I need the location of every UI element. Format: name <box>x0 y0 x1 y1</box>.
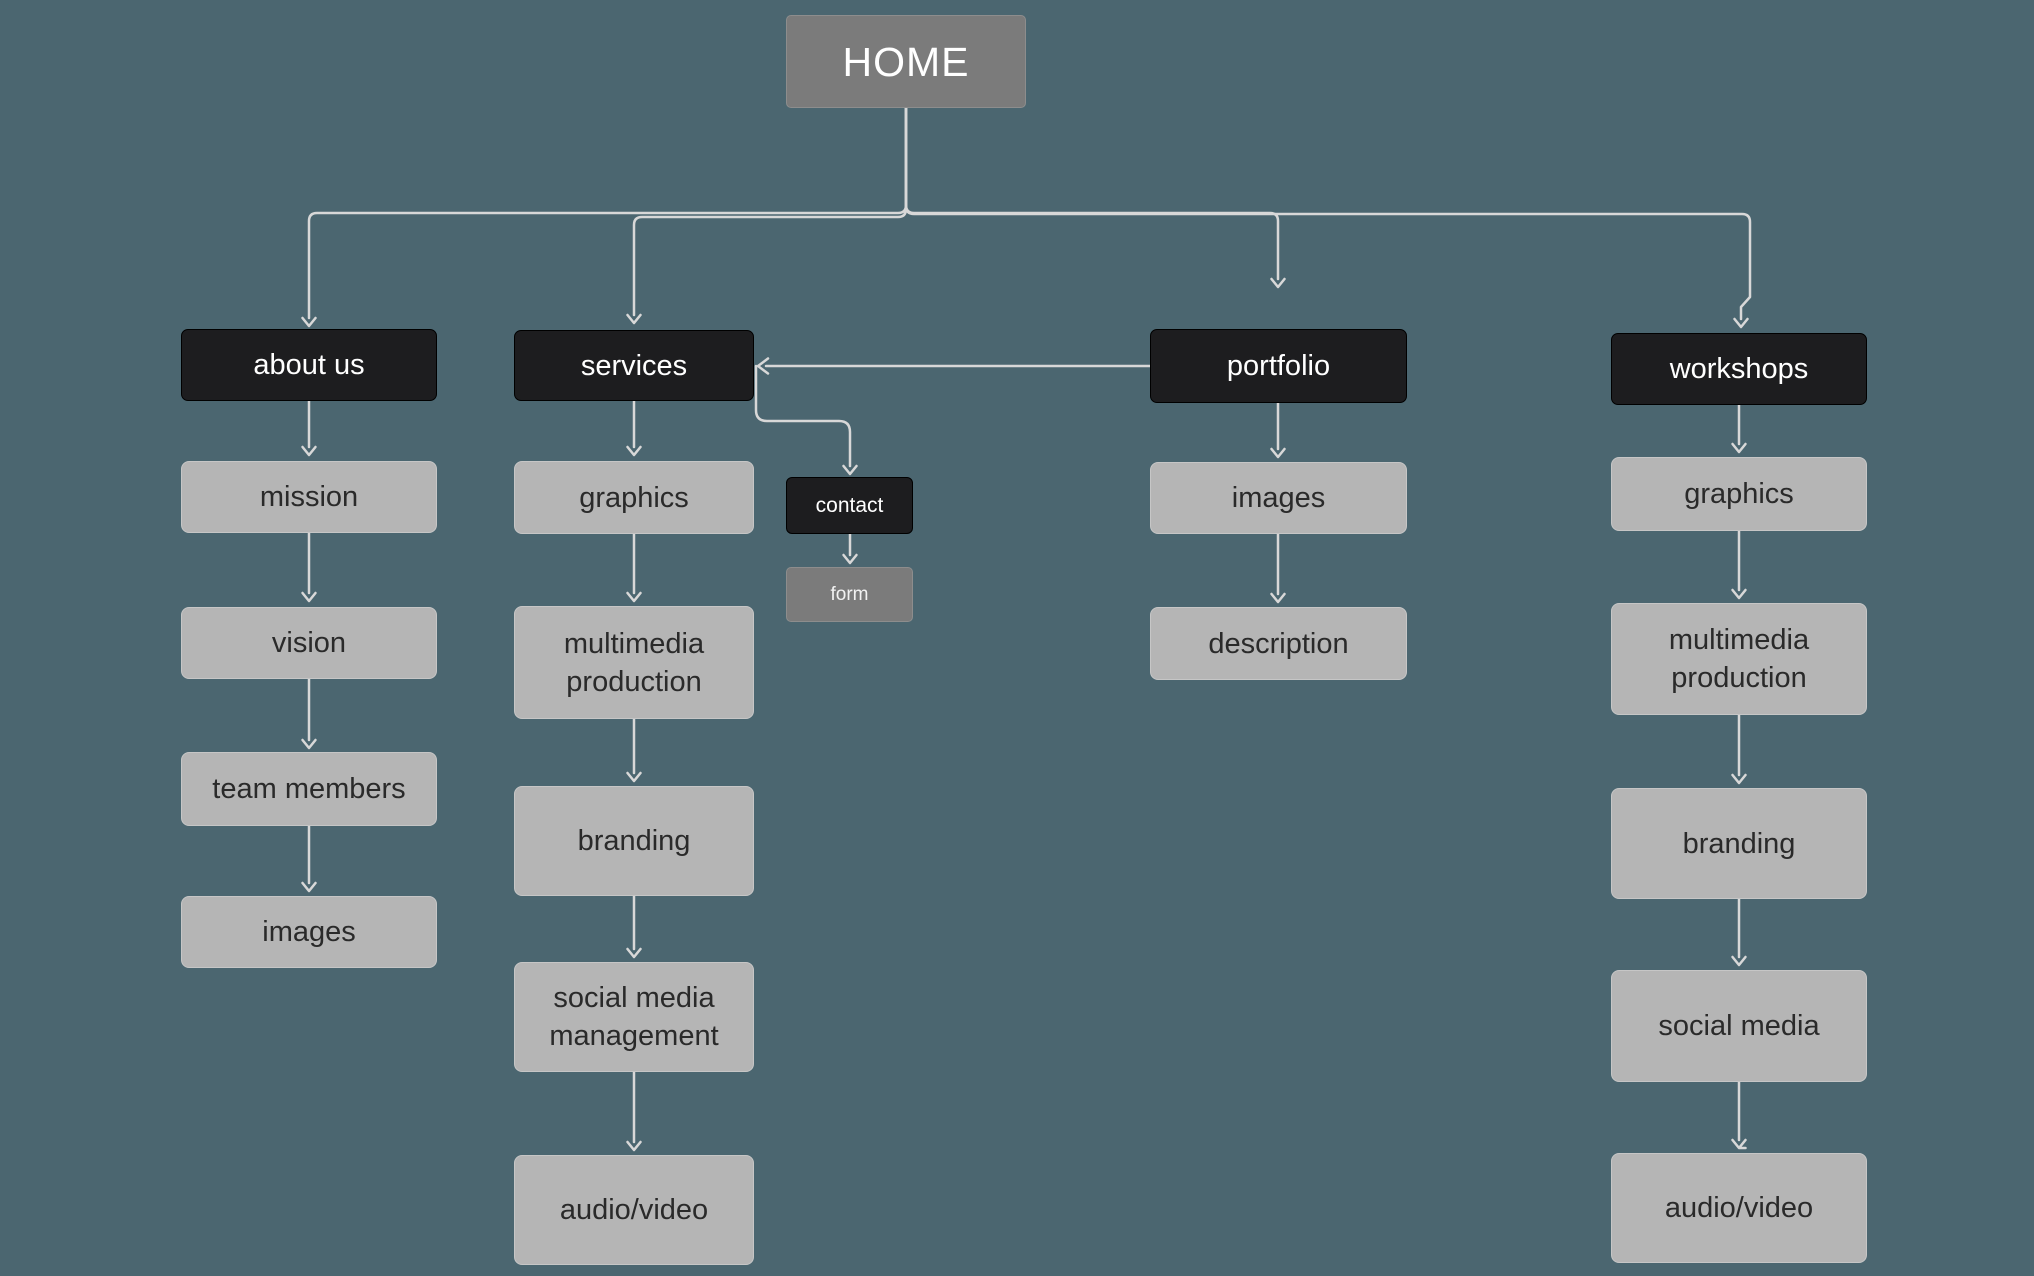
connector-home-portfolio <box>904 106 1286 289</box>
node-workshops-audio-video[interactable]: audio/video <box>1611 1153 1867 1263</box>
connector-services-contact <box>754 364 858 476</box>
connector-multimedia-branding <box>626 717 642 783</box>
connector-branding-socialmgmt <box>626 894 642 959</box>
connector-mission-vision <box>301 531 317 603</box>
node-services[interactable]: services <box>514 330 754 401</box>
node-social-media[interactable]: social media <box>1611 970 1867 1082</box>
connector-images-description <box>1270 532 1286 604</box>
connector-vision-teammembers <box>301 677 317 750</box>
node-workshops-graphics[interactable]: graphics <box>1611 457 1867 531</box>
connector-services-graphics <box>626 399 642 457</box>
node-services-multimedia-production[interactable]: multimedia production <box>514 606 754 719</box>
connector-wmultimedia-wbranding <box>1731 713 1747 785</box>
node-services-graphics[interactable]: graphics <box>514 461 754 534</box>
node-about-us[interactable]: about us <box>181 329 437 401</box>
node-team-members[interactable]: team members <box>181 752 437 826</box>
node-social-media-management[interactable]: social media management <box>514 962 754 1072</box>
connector-home-services <box>626 106 908 325</box>
node-vision[interactable]: vision <box>181 607 437 679</box>
node-portfolio[interactable]: portfolio <box>1150 329 1407 403</box>
node-mission[interactable]: mission <box>181 461 437 533</box>
node-aboutus-images[interactable]: images <box>181 896 437 968</box>
node-services-branding[interactable]: branding <box>514 786 754 896</box>
node-workshops-branding[interactable]: branding <box>1611 788 1867 899</box>
node-portfolio-images[interactable]: images <box>1150 462 1407 534</box>
connector-home-workshops <box>904 106 1752 329</box>
connector-socialmgmt-audiovideo <box>626 1070 642 1152</box>
connector-portfolio-images <box>1270 401 1286 459</box>
connector-graphics-multimedia <box>626 532 642 603</box>
connector-socialmedia-waudiovideo <box>1731 1080 1747 1150</box>
node-workshops-multimedia-production[interactable]: multimedia production <box>1611 603 1867 715</box>
node-services-audio-video[interactable]: audio/video <box>514 1155 754 1265</box>
node-workshops[interactable]: workshops <box>1611 333 1867 405</box>
node-form[interactable]: form <box>786 567 913 622</box>
connector-teammembers-images <box>301 824 317 893</box>
connector-wbranding-socialmedia <box>1731 897 1747 967</box>
connector-aboutus-mission <box>301 399 317 457</box>
connector-workshops-graphics <box>1731 403 1747 454</box>
connector-contact-form <box>842 532 858 565</box>
connector-wgraphics-wmultimedia <box>1731 529 1747 600</box>
connector-portfolio-services <box>756 357 1152 375</box>
node-description[interactable]: description <box>1150 607 1407 680</box>
node-contact[interactable]: contact <box>786 477 913 534</box>
node-home[interactable]: HOME <box>786 15 1026 108</box>
